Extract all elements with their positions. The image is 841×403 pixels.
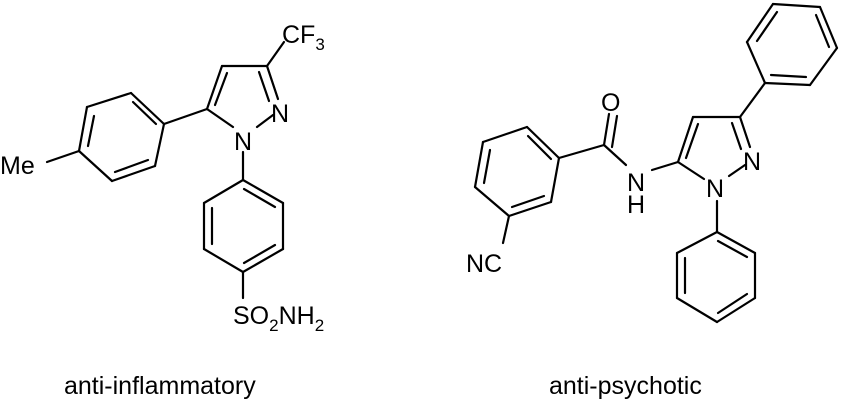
tolyl-ring [77,91,166,183]
cf3-bond [265,40,286,68]
carbonyl-bond [602,112,611,147]
cyanophenyl-ring [473,125,561,218]
molecule-anti-psychotic: NC O N H N N [466,2,839,400]
sulfonamide-label: SO2NH2 [233,302,324,335]
pyrazole-n1-label: N [234,128,252,156]
carbonyl-double-bond [610,114,619,149]
top-phenyl-ring [745,2,839,87]
amide-n-label: N [627,169,645,197]
carbonyl-n-bond [602,143,628,167]
pyrazole-n1-label-right: N [706,175,724,203]
sulfonamide-phenyl-ring [202,178,285,274]
pyrazole-n2-label-right: N [743,148,761,176]
methyl-bond [45,149,81,164]
cyano-bond [501,214,511,245]
caption-anti-psychotic: anti-psychotic [549,372,702,400]
pyrazole-n2-label: N [271,100,289,128]
methyl-label: Me [0,152,35,180]
amide-h-label: H [627,191,645,219]
cf3-label: CF3 [282,21,325,54]
aryl-carbonyl-bond [557,143,606,160]
aryl-pyrazole-bond [162,107,209,126]
bottom-phenyl-ring [675,230,757,324]
pyrazole-ring-right [676,115,752,181]
molecule-anti-inflammatory: Me N N CF3 [0,21,325,400]
pyrazole-ring [205,64,280,129]
caption-anti-inflammatory: anti-inflammatory [64,372,256,400]
pyrazole-phenyl-bond [738,81,767,119]
oxygen-label: O [601,89,620,117]
cyano-label: NC [466,250,502,278]
n-pyrazole-bond [650,160,680,172]
